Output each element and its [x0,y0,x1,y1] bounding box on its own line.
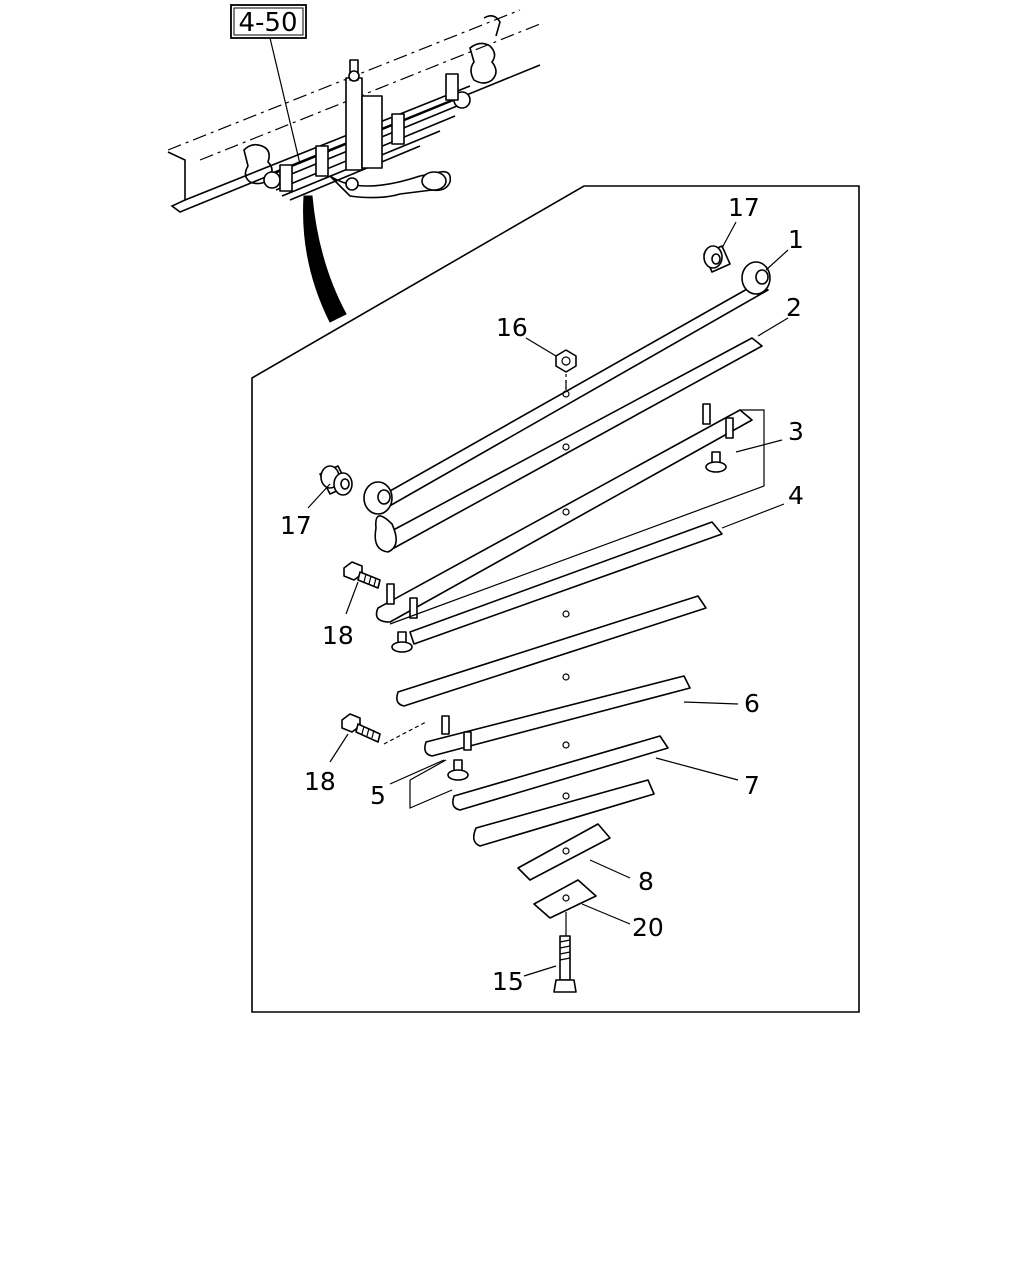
clip-bolt-3 [705,451,727,473]
callout-15: 15 [492,967,524,996]
callout-17-right: 17 [728,193,760,222]
leaf-lower [472,779,655,847]
callout-labels: 1 2 3 4 5 6 7 8 15 16 17 17 18 18 20 [280,193,804,996]
vehicle-frame-overview [167,9,541,213]
bushing-17-right [703,245,731,273]
reference-leader [269,37,301,165]
bolt-18-upper [343,561,381,589]
detail-pointer-arrow [303,195,347,323]
clip-bolt-5 [447,759,469,781]
callout-2: 2 [786,293,802,322]
plate-8 [517,823,611,881]
leaf-1 [373,283,769,509]
leaf-6 [424,675,691,757]
detail-frame [251,185,860,1013]
leaf-4 [409,521,723,645]
reference-label: 4-50 [238,8,297,38]
callout-3: 3 [788,417,804,446]
leaf-7 [452,735,669,811]
callout-16: 16 [496,313,528,342]
reference-box[interactable]: 4-50 [230,4,307,39]
plate-20 [533,879,597,919]
spring-leaves [363,261,771,919]
callout-18-upper: 18 [322,621,354,650]
leaf-2-wrap [374,515,397,553]
bushing-17-left [319,465,353,496]
callout-17-left: 17 [280,511,312,540]
clip-bolt-3-lower [391,631,413,653]
bracket-3 [389,409,765,625]
callout-4: 4 [788,481,804,510]
leader-lines [307,221,789,977]
leaf-3 [375,409,753,623]
callout-7: 7 [744,771,760,800]
bracket-5 [409,780,453,809]
callout-1: 1 [788,225,804,254]
leaf-5 [396,595,707,707]
callout-8: 8 [638,867,654,896]
center-bolt-15 [553,935,577,993]
callout-5: 5 [370,781,386,810]
callout-20: 20 [632,913,664,942]
nut-16 [555,349,577,373]
callout-18-lower: 18 [304,767,336,796]
bolt-18-lower [341,713,381,743]
callout-6: 6 [744,689,760,718]
